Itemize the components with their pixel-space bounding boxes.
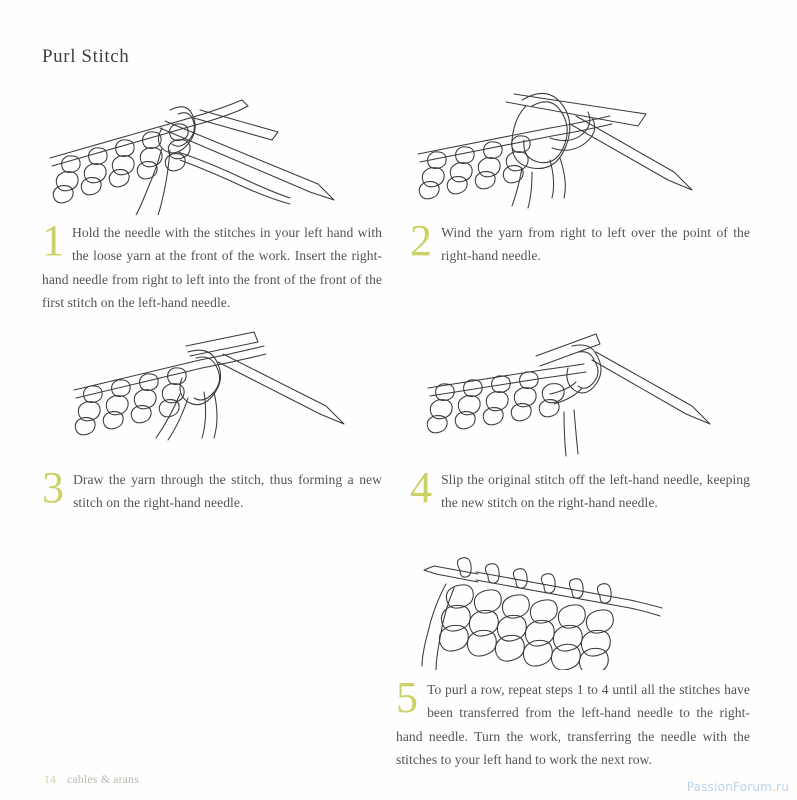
footer: 14 cables & arans — [44, 774, 139, 786]
step-4-illustration — [424, 330, 750, 460]
step-3-illustration — [68, 330, 382, 460]
step-4-body: Slip the original stitch off the left-ha… — [441, 472, 750, 511]
chapter-name: cables & arans — [67, 774, 140, 786]
step-1-body: Hold the needle with the stitches in you… — [42, 225, 382, 311]
step-5-number: 5 — [396, 673, 419, 722]
step-4-number: 4 — [410, 463, 433, 512]
step-1-illustration — [42, 80, 382, 215]
step-5-illustration — [416, 548, 750, 670]
step-5-body: To purl a row, repeat steps 1 to 4 until… — [396, 682, 750, 768]
page-number: 14 — [44, 774, 57, 786]
step-1-number: 1 — [42, 216, 64, 265]
step-2-number: 2 — [410, 216, 433, 265]
step-2-illustration — [410, 80, 750, 215]
step-3-number: 3 — [42, 463, 65, 512]
watermark: PassionForum.ru — [686, 780, 789, 794]
step-2-body: Wind the yarn from right to left over th… — [441, 225, 750, 264]
step-3-body: Draw the yarn through the stitch, thus f… — [73, 472, 382, 511]
page-title: Purl Stitch — [42, 46, 130, 67]
